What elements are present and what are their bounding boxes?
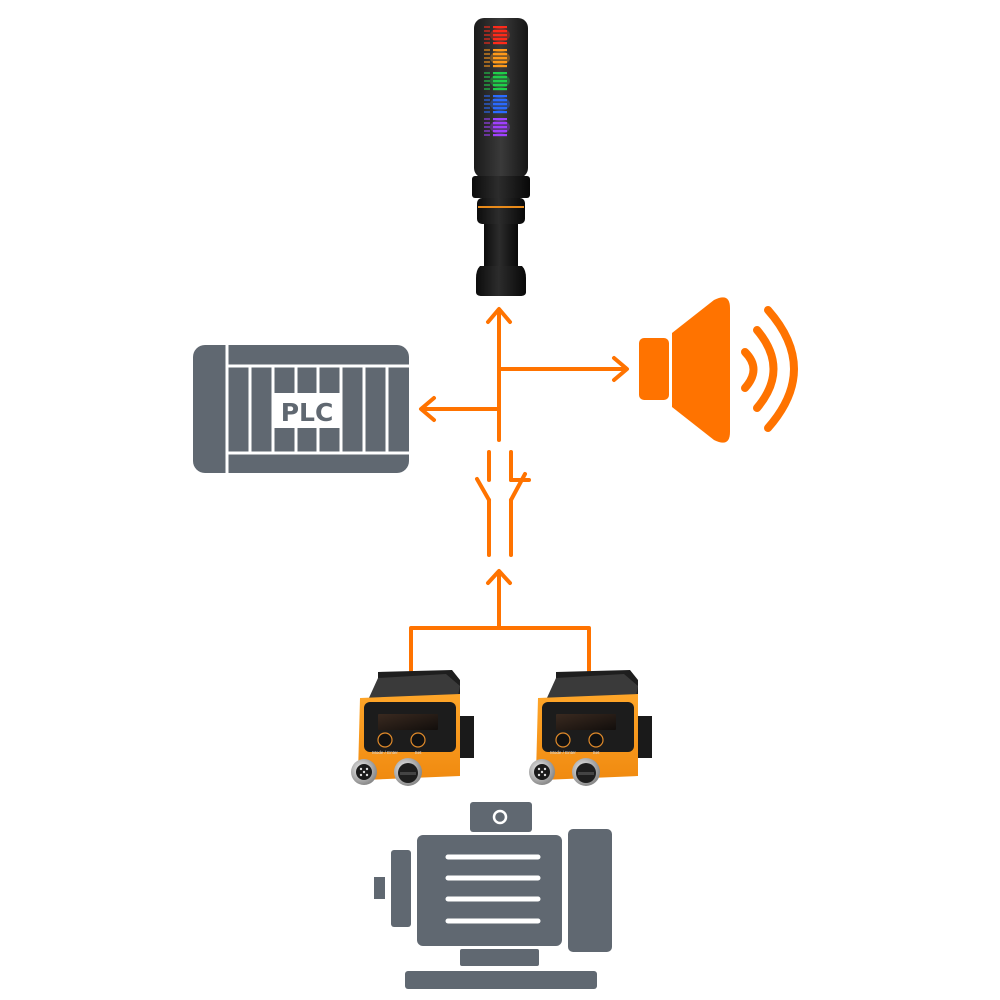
pin bbox=[543, 767, 547, 771]
set-button[interactable] bbox=[410, 732, 426, 748]
cap-slot bbox=[578, 772, 594, 775]
set-label: Set bbox=[593, 750, 601, 755]
arrow-head-switch bbox=[486, 569, 512, 585]
cap-slot bbox=[400, 772, 416, 775]
switch-contact-icon bbox=[475, 450, 531, 557]
tower-leds bbox=[484, 26, 510, 137]
sensor-mount bbox=[458, 716, 474, 758]
speaker-icon bbox=[639, 297, 798, 443]
tower-led-segment bbox=[484, 49, 510, 68]
sensor-display bbox=[378, 714, 438, 730]
pin bbox=[537, 773, 541, 777]
mode-enter-label: Mode / Enter bbox=[372, 750, 398, 755]
speaker-box bbox=[639, 338, 669, 400]
pin bbox=[362, 770, 366, 774]
motor-fan-cover bbox=[568, 829, 612, 952]
vibration-sensor-2: Mode / Enter Set bbox=[529, 670, 652, 786]
pin bbox=[537, 767, 541, 771]
motor-mount bbox=[460, 949, 539, 966]
sensor-top bbox=[368, 674, 460, 700]
pin bbox=[540, 770, 544, 774]
arrow-head-speaker bbox=[612, 356, 629, 382]
set-button[interactable] bbox=[588, 732, 604, 748]
tower-led-segment bbox=[484, 72, 510, 91]
motor-housing bbox=[417, 835, 562, 946]
tower-led-segment bbox=[484, 26, 510, 45]
sensor-top bbox=[546, 674, 638, 700]
mode-enter-button[interactable] bbox=[377, 732, 393, 748]
motor-base-plate bbox=[405, 971, 597, 989]
tower-led-segment bbox=[484, 95, 510, 114]
tower-stem bbox=[484, 224, 518, 266]
mode-enter-button[interactable] bbox=[555, 732, 571, 748]
speaker-cone bbox=[672, 297, 730, 443]
plc-label-box bbox=[273, 393, 341, 428]
vibration-sensor-1: Mode / Enter Set bbox=[351, 670, 474, 786]
arrow-head-plc bbox=[419, 396, 436, 422]
pin bbox=[359, 767, 363, 771]
tower-collar bbox=[472, 176, 530, 198]
tower-ring bbox=[477, 198, 525, 224]
mode-enter-label: Mode / Enter bbox=[550, 750, 576, 755]
set-label: Set bbox=[415, 750, 423, 755]
sensor-bus bbox=[409, 626, 591, 678]
signal-tower-icon bbox=[472, 18, 530, 296]
sensor-mount bbox=[636, 716, 652, 758]
sound-waves bbox=[741, 306, 798, 432]
signal-lines bbox=[409, 307, 629, 678]
motor-icon bbox=[374, 802, 612, 989]
pin bbox=[543, 773, 547, 777]
tower-foot bbox=[476, 266, 526, 296]
motor-eyelet bbox=[492, 809, 508, 825]
arrow-head-tower bbox=[486, 307, 512, 324]
pin bbox=[365, 773, 369, 777]
motor-terminal-box bbox=[470, 802, 532, 832]
pin bbox=[365, 767, 369, 771]
plc-label: PLC bbox=[281, 398, 334, 427]
motor-shaft bbox=[374, 877, 385, 899]
motor-flange bbox=[391, 850, 411, 927]
pin bbox=[359, 773, 363, 777]
sensor-display bbox=[556, 714, 616, 730]
plc-icon: PLC bbox=[193, 345, 409, 473]
tower-led-segment bbox=[484, 118, 510, 137]
